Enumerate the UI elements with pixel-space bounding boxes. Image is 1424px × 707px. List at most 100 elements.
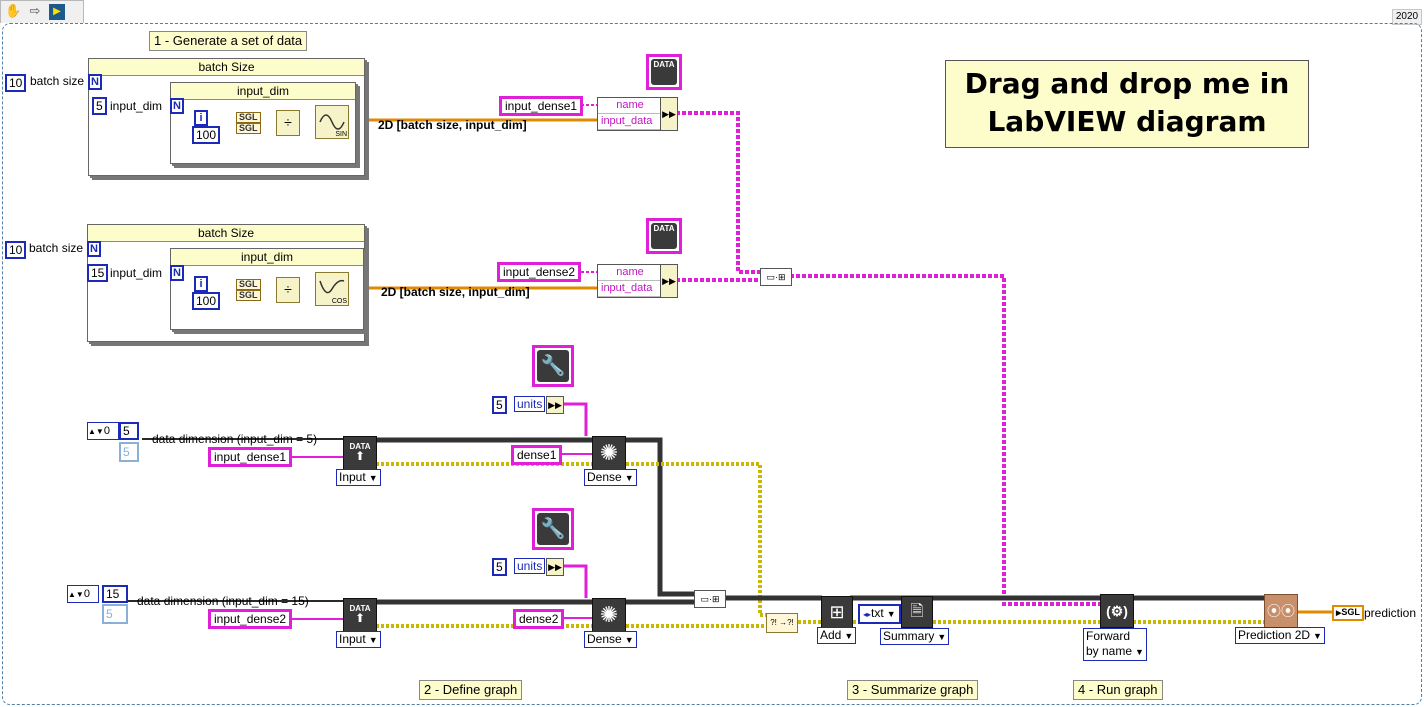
loop-count-terminal-2: N: [87, 241, 101, 257]
input-ring-label-1: Input: [339, 470, 366, 484]
output-label-1: 2D [batch size, input_dim]: [378, 118, 527, 132]
input-dim-label-1: input_dim: [110, 99, 163, 113]
to-sgl-icon: SGL: [236, 112, 261, 123]
diagram-frame: [2, 23, 1422, 705]
units-constant-1[interactable]: 5: [492, 396, 507, 414]
inner-count-terminal-1: N: [170, 98, 184, 114]
bundle-units-2: ▶▶: [546, 558, 564, 576]
units-constant-2[interactable]: 5: [492, 558, 507, 576]
input-name-constant-2[interactable]: input_dense2: [208, 609, 293, 629]
units-label-1: units: [514, 396, 546, 412]
chevron-down-icon: ▼: [937, 632, 947, 642]
summary-icon: 🗎: [901, 596, 933, 628]
banner-line1: Drag and drop me in: [964, 67, 1290, 100]
dense-name-constant-1[interactable]: dense1: [511, 445, 563, 465]
bundle-node-1: ▶▶: [660, 97, 678, 131]
loop-label-input-dim-2: input_dim: [171, 249, 363, 266]
forward-ring-line1: Forward: [1086, 629, 1131, 643]
data-type-icon: DATA: [646, 218, 682, 254]
bundle-row-name-1: name: [598, 98, 662, 114]
comment-generate: 1 - Generate a set of data: [149, 31, 308, 51]
name-constant-gen-1[interactable]: input_dense1: [499, 96, 584, 116]
input-ring-2[interactable]: Input▼: [336, 631, 381, 648]
dense-ring-1[interactable]: Dense▼: [584, 469, 637, 486]
prediction-label: prediction: [1364, 606, 1417, 620]
chevron-down-icon: ▼: [1135, 647, 1144, 657]
divisor-constant-2[interactable]: 100: [192, 292, 221, 310]
add-ring[interactable]: Add▼: [817, 627, 857, 644]
dense-layer-icon: ✺: [592, 598, 626, 632]
array-index-1[interactable]: ▲▼0: [87, 422, 119, 440]
format-enum-value: txt: [871, 606, 884, 620]
iteration-terminal-1: i: [194, 110, 208, 126]
divide-icon: ÷: [276, 277, 300, 303]
array-index-value-2: 0: [83, 588, 90, 600]
diagram-toolbar: ✋ ⇨ ▶: [0, 0, 84, 23]
input-layer-icon: DATA⬆: [343, 436, 377, 470]
function-label-2: COS: [331, 298, 347, 305]
dense-name-constant-2[interactable]: dense2: [513, 609, 565, 629]
input-dim-constant-1[interactable]: 5: [92, 97, 107, 115]
input-layer-icon: DATA⬆: [343, 598, 377, 632]
input-icon-text: DATA: [349, 442, 371, 451]
to-sgl-icon: SGL: [236, 279, 261, 290]
prediction-ring[interactable]: Prediction 2D▼: [1235, 627, 1325, 644]
input-dim-label-2: input_dim: [110, 266, 163, 280]
bundle-row-data-1: input_data: [598, 114, 662, 130]
array-next-element-1: 5: [119, 442, 139, 462]
name-constant-gen-2[interactable]: input_dense2: [497, 262, 582, 282]
bundle-by-name-2[interactable]: name input_data: [597, 264, 663, 298]
cosine-icon: COS: [315, 272, 349, 306]
inner-count-terminal-2: N: [170, 265, 184, 281]
labview-run-icon[interactable]: ▶: [49, 4, 65, 20]
input-ring-1[interactable]: Input▼: [336, 469, 381, 486]
input-ring-label-2: Input: [339, 632, 366, 646]
arrow-right-icon[interactable]: ⇨: [29, 4, 41, 19]
dense-ring-label-1: Dense: [587, 470, 622, 484]
function-label-1: SIN: [335, 131, 347, 138]
data-dimension-label-2: data dimension (input_dim = 15): [137, 594, 309, 608]
summary-ring[interactable]: Summary▼: [880, 628, 950, 645]
input-dim-constant-2[interactable]: 15: [87, 264, 109, 282]
array-next-element-2: 5: [102, 604, 128, 624]
bundle-units-1: ▶▶: [546, 396, 564, 414]
batch-size-label-2: batch size: [29, 241, 84, 255]
loop-label-input-dim-1: input_dim: [171, 83, 355, 100]
batch-size-constant-1[interactable]: 10: [5, 74, 27, 92]
dense-ring-2[interactable]: Dense▼: [584, 631, 637, 648]
chevron-down-icon: ▼: [844, 631, 854, 641]
banner-line2: LabVIEW diagram: [987, 105, 1267, 138]
array-element-1[interactable]: 5: [119, 422, 139, 440]
divide-icon: ÷: [276, 110, 300, 136]
bundle-row-data-2: input_data: [598, 281, 662, 297]
indicator-type: SGL: [1341, 607, 1360, 617]
config-wrench-icon: 🔧: [532, 345, 574, 387]
array-index-2[interactable]: ▲▼0: [67, 585, 99, 603]
batch-size-constant-2[interactable]: 10: [5, 241, 27, 259]
version-label: 2020: [1392, 9, 1422, 25]
prediction-indicator: ▶SGL: [1332, 605, 1364, 621]
data-icon-text: DATA: [651, 59, 677, 85]
loop-label-batch-2: batch Size: [88, 225, 364, 242]
comment-summarize: 3 - Summarize graph: [847, 680, 979, 700]
hand-icon[interactable]: ✋: [5, 4, 22, 19]
add-ring-label: Add: [820, 628, 842, 642]
to-sgl-icon: SGL: [236, 290, 261, 301]
iteration-terminal-2: i: [194, 276, 208, 292]
input-name-constant-1[interactable]: input_dense1: [208, 447, 293, 467]
build-array-icon: ▭·⊞: [760, 268, 792, 286]
chevron-down-icon: ▼: [886, 609, 896, 619]
dense-layer-icon: ✺: [592, 436, 626, 470]
bundle-row-name-2: name: [598, 265, 662, 281]
array-element-2[interactable]: 15: [102, 585, 128, 603]
output-label-2: 2D [batch size, input_dim]: [381, 285, 530, 299]
bundle-by-name-1[interactable]: name input_data: [597, 97, 663, 131]
forward-ring-line2: by name: [1086, 644, 1133, 658]
format-enum[interactable]: ◂▸txt▼: [858, 604, 901, 624]
divisor-constant-1[interactable]: 100: [192, 126, 221, 144]
sine-icon: SIN: [315, 105, 349, 139]
chevron-down-icon: ▼: [624, 473, 634, 483]
build-array-icon: ▭·⊞: [694, 590, 726, 608]
